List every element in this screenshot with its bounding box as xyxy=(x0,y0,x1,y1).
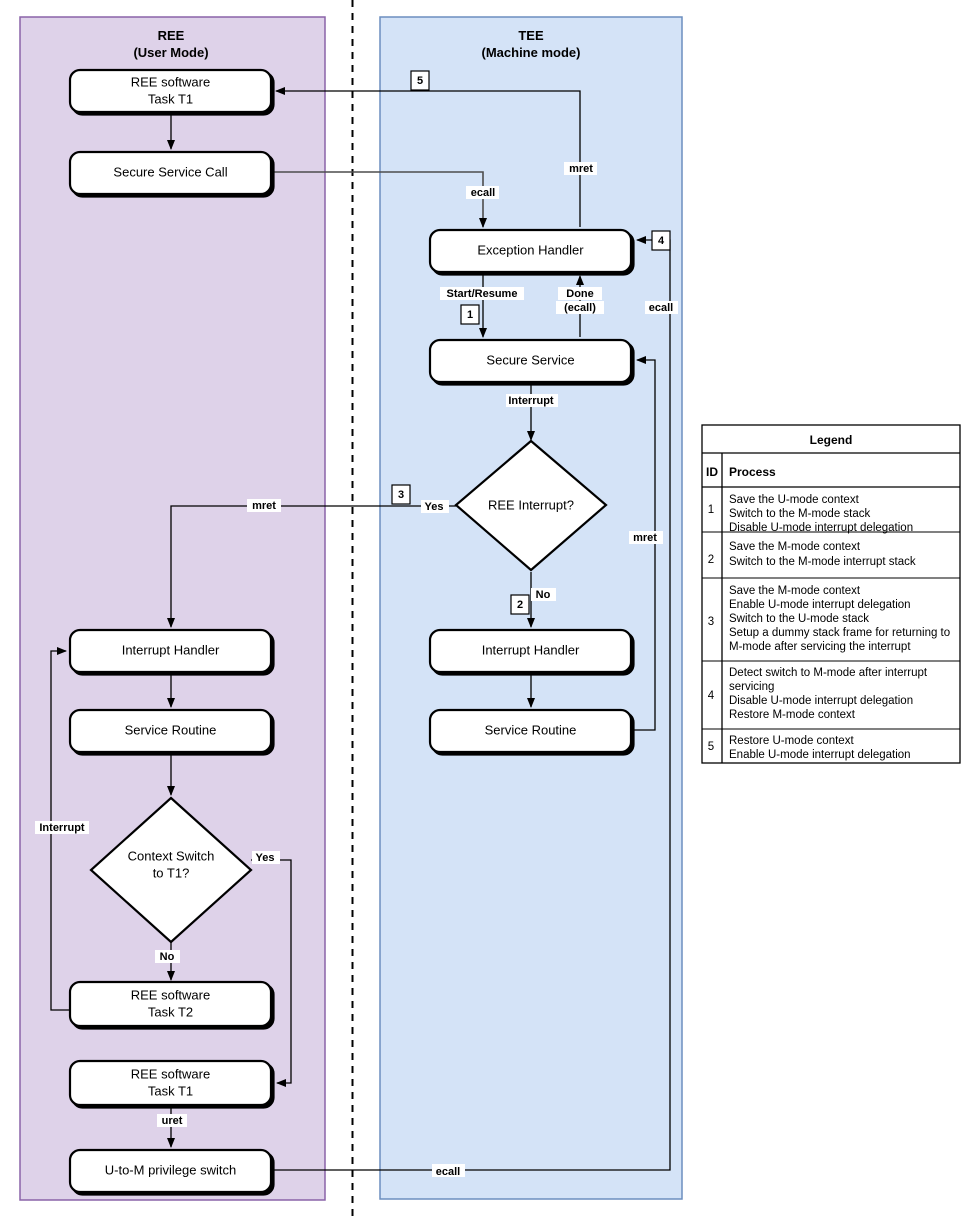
node-label-line1: Context Switch xyxy=(128,848,215,863)
node-ree-task-t2[interactable]: REE software Task T2 xyxy=(68,980,273,1028)
edge-label-mret-left: mret xyxy=(252,500,276,512)
legend-row-3: 3 Save the M-mode context Enable U-mode … xyxy=(708,585,950,653)
legend-row-id: 3 xyxy=(708,616,714,628)
legend-row-line: Disable U-mode interrupt delegation xyxy=(729,695,913,707)
badge-2-label: 2 xyxy=(517,599,523,611)
badge-1: 1 xyxy=(460,304,480,325)
badge-3-label: 3 xyxy=(398,489,404,501)
node-label-line2: Task T1 xyxy=(148,1083,193,1098)
node-label-line2: Task T2 xyxy=(148,1004,193,1019)
legend-row-line: Restore M-mode context xyxy=(729,709,856,721)
badge-1-label: 1 xyxy=(467,309,473,321)
node-label-line1: Secure Service Call xyxy=(113,164,227,179)
edge-label-mret-top: mret xyxy=(569,163,593,175)
badge-2: 2 xyxy=(510,594,530,615)
lane-tee-title-line1: TEE xyxy=(518,28,544,43)
legend-title: Legend xyxy=(810,433,853,447)
edge-label-done-line1: Done xyxy=(566,288,594,300)
badge-3: 3 xyxy=(391,484,411,505)
legend-row-line: Detect switch to M-mode after interrupt xyxy=(729,667,928,679)
edge-label-no-ree: No xyxy=(160,951,175,963)
legend-row-5: 5 Restore U-mode context Enable U-mode i… xyxy=(708,735,911,761)
edge-label-yes-tee: Yes xyxy=(425,501,444,513)
node-context-switch-decision[interactable]: Context Switch to T1? xyxy=(89,796,253,944)
node-secure-service[interactable]: Secure Service xyxy=(428,338,633,384)
node-label-line1: REE software xyxy=(131,987,210,1002)
legend-row-line: Switch to the M-mode interrupt stack xyxy=(729,556,916,568)
legend-row-line: Enable U-mode interrupt delegation xyxy=(729,749,911,761)
edge-label-done-line2: (ecall) xyxy=(564,302,596,314)
badge-5: 5 xyxy=(410,70,430,91)
node-ree-service-routine[interactable]: Service Routine xyxy=(68,708,273,754)
legend-table: Legend ID Process 1 Save the U-mode cont… xyxy=(701,424,961,764)
edge-ssc-to-exception-handler xyxy=(271,171,487,228)
step-badges: 5 4 1 3 2 xyxy=(391,70,671,615)
node-label-line1: Interrupt Handler xyxy=(122,642,220,657)
legend-row-line: Disable U-mode interrupt delegation xyxy=(729,522,913,534)
badge-4-label: 4 xyxy=(658,235,665,247)
node-u-to-m-privilege-switch[interactable]: U-to-M privilege switch xyxy=(68,1148,273,1194)
legend-row-line: Enable U-mode interrupt delegation xyxy=(729,599,911,611)
node-label-line1: Service Routine xyxy=(485,722,577,737)
lane-tee-title-line2: (Machine mode) xyxy=(482,45,581,60)
legend-row-4: 4 Detect switch to M-mode after interrup… xyxy=(708,667,928,721)
node-label-line1: Exception Handler xyxy=(477,242,584,257)
edge-label-no-tee: No xyxy=(536,589,551,601)
node-label-line2: to T1? xyxy=(153,865,190,880)
edge-label-interrupt-left: Interrupt xyxy=(39,822,85,834)
legend-row-id: 2 xyxy=(708,554,714,566)
node-ree-interrupt-decision[interactable]: REE Interrupt? xyxy=(454,439,608,572)
edge-label-yes-ree: Yes xyxy=(256,852,275,864)
legend-row-id: 4 xyxy=(708,690,715,702)
edge-tee-routine-mret-to-secure-service xyxy=(631,356,656,731)
edge-label-uret: uret xyxy=(162,1115,183,1127)
legend-row-line: Save the U-mode context xyxy=(729,494,860,506)
node-secure-service-call[interactable]: Secure Service Call xyxy=(68,150,273,196)
legend-row-line: Switch to the M-mode stack xyxy=(729,508,870,520)
edge-label-start-resume: Start/Resume xyxy=(447,288,518,300)
node-ree-task-t1-bottom[interactable]: REE software Task T1 xyxy=(68,1059,273,1107)
edge-mret-to-ree-t1 xyxy=(275,87,581,227)
node-tee-interrupt-handler[interactable]: Interrupt Handler xyxy=(428,628,633,674)
lane-ree-title-line1: REE xyxy=(158,28,185,43)
node-label-line1: Service Routine xyxy=(125,722,217,737)
lane-ree-title-line2: (User Mode) xyxy=(133,45,208,60)
node-label-line2: Task T1 xyxy=(148,91,193,106)
legend-row-line: M-mode after servicing the interrupt xyxy=(729,641,911,653)
node-exception-handler[interactable]: Exception Handler xyxy=(428,228,633,274)
legend-col-id: ID xyxy=(706,465,718,479)
edge-label-mret-right: mret xyxy=(633,532,657,544)
legend-col-process: Process xyxy=(729,465,776,479)
edge-label-ecall-right: ecall xyxy=(649,302,673,314)
legend-row-line: Switch to the U-mode stack xyxy=(729,613,869,625)
node-label-line1: Interrupt Handler xyxy=(482,642,580,657)
node-label-line1: Secure Service xyxy=(486,352,574,367)
node-label-line1: REE software xyxy=(131,74,210,89)
legend-row-line: Save the M-mode context xyxy=(729,585,861,597)
legend-row-line: Setup a dummy stack frame for returning … xyxy=(729,627,950,639)
legend-row-line: Save the M-mode context xyxy=(729,541,861,553)
node-ree-interrupt-handler[interactable]: Interrupt Handler xyxy=(68,628,273,674)
edge-label-ecall-top: ecall xyxy=(471,187,495,199)
node-label-line1: U-to-M privilege switch xyxy=(105,1162,236,1177)
edge-decision-yes-to-ree-handler xyxy=(167,505,456,628)
legend-row-line: Restore U-mode context xyxy=(729,735,854,747)
node-label-line1: REE software xyxy=(131,1066,210,1081)
edge-label-ecall-bottom: ecall xyxy=(436,1166,460,1178)
node-label-line1: REE Interrupt? xyxy=(488,497,574,512)
edge-label-interrupt-center: Interrupt xyxy=(508,395,554,407)
node-tee-service-routine[interactable]: Service Routine xyxy=(428,708,633,754)
legend-row-line: servicing xyxy=(729,681,774,693)
node-ree-task-t1-top[interactable]: REE software Task T1 xyxy=(68,68,273,114)
edge-labels: ecall mret Start/Resume Done (ecall) eca… xyxy=(35,162,678,1178)
badge-4: 4 xyxy=(651,230,671,251)
legend-row-id: 1 xyxy=(708,504,714,516)
legend-row-id: 5 xyxy=(708,741,714,753)
legend-row-2: 2 Save the M-mode context Switch to the … xyxy=(708,541,916,568)
legend-row-1: 1 Save the U-mode context Switch to the … xyxy=(708,494,913,534)
badge-5-label: 5 xyxy=(417,75,423,87)
